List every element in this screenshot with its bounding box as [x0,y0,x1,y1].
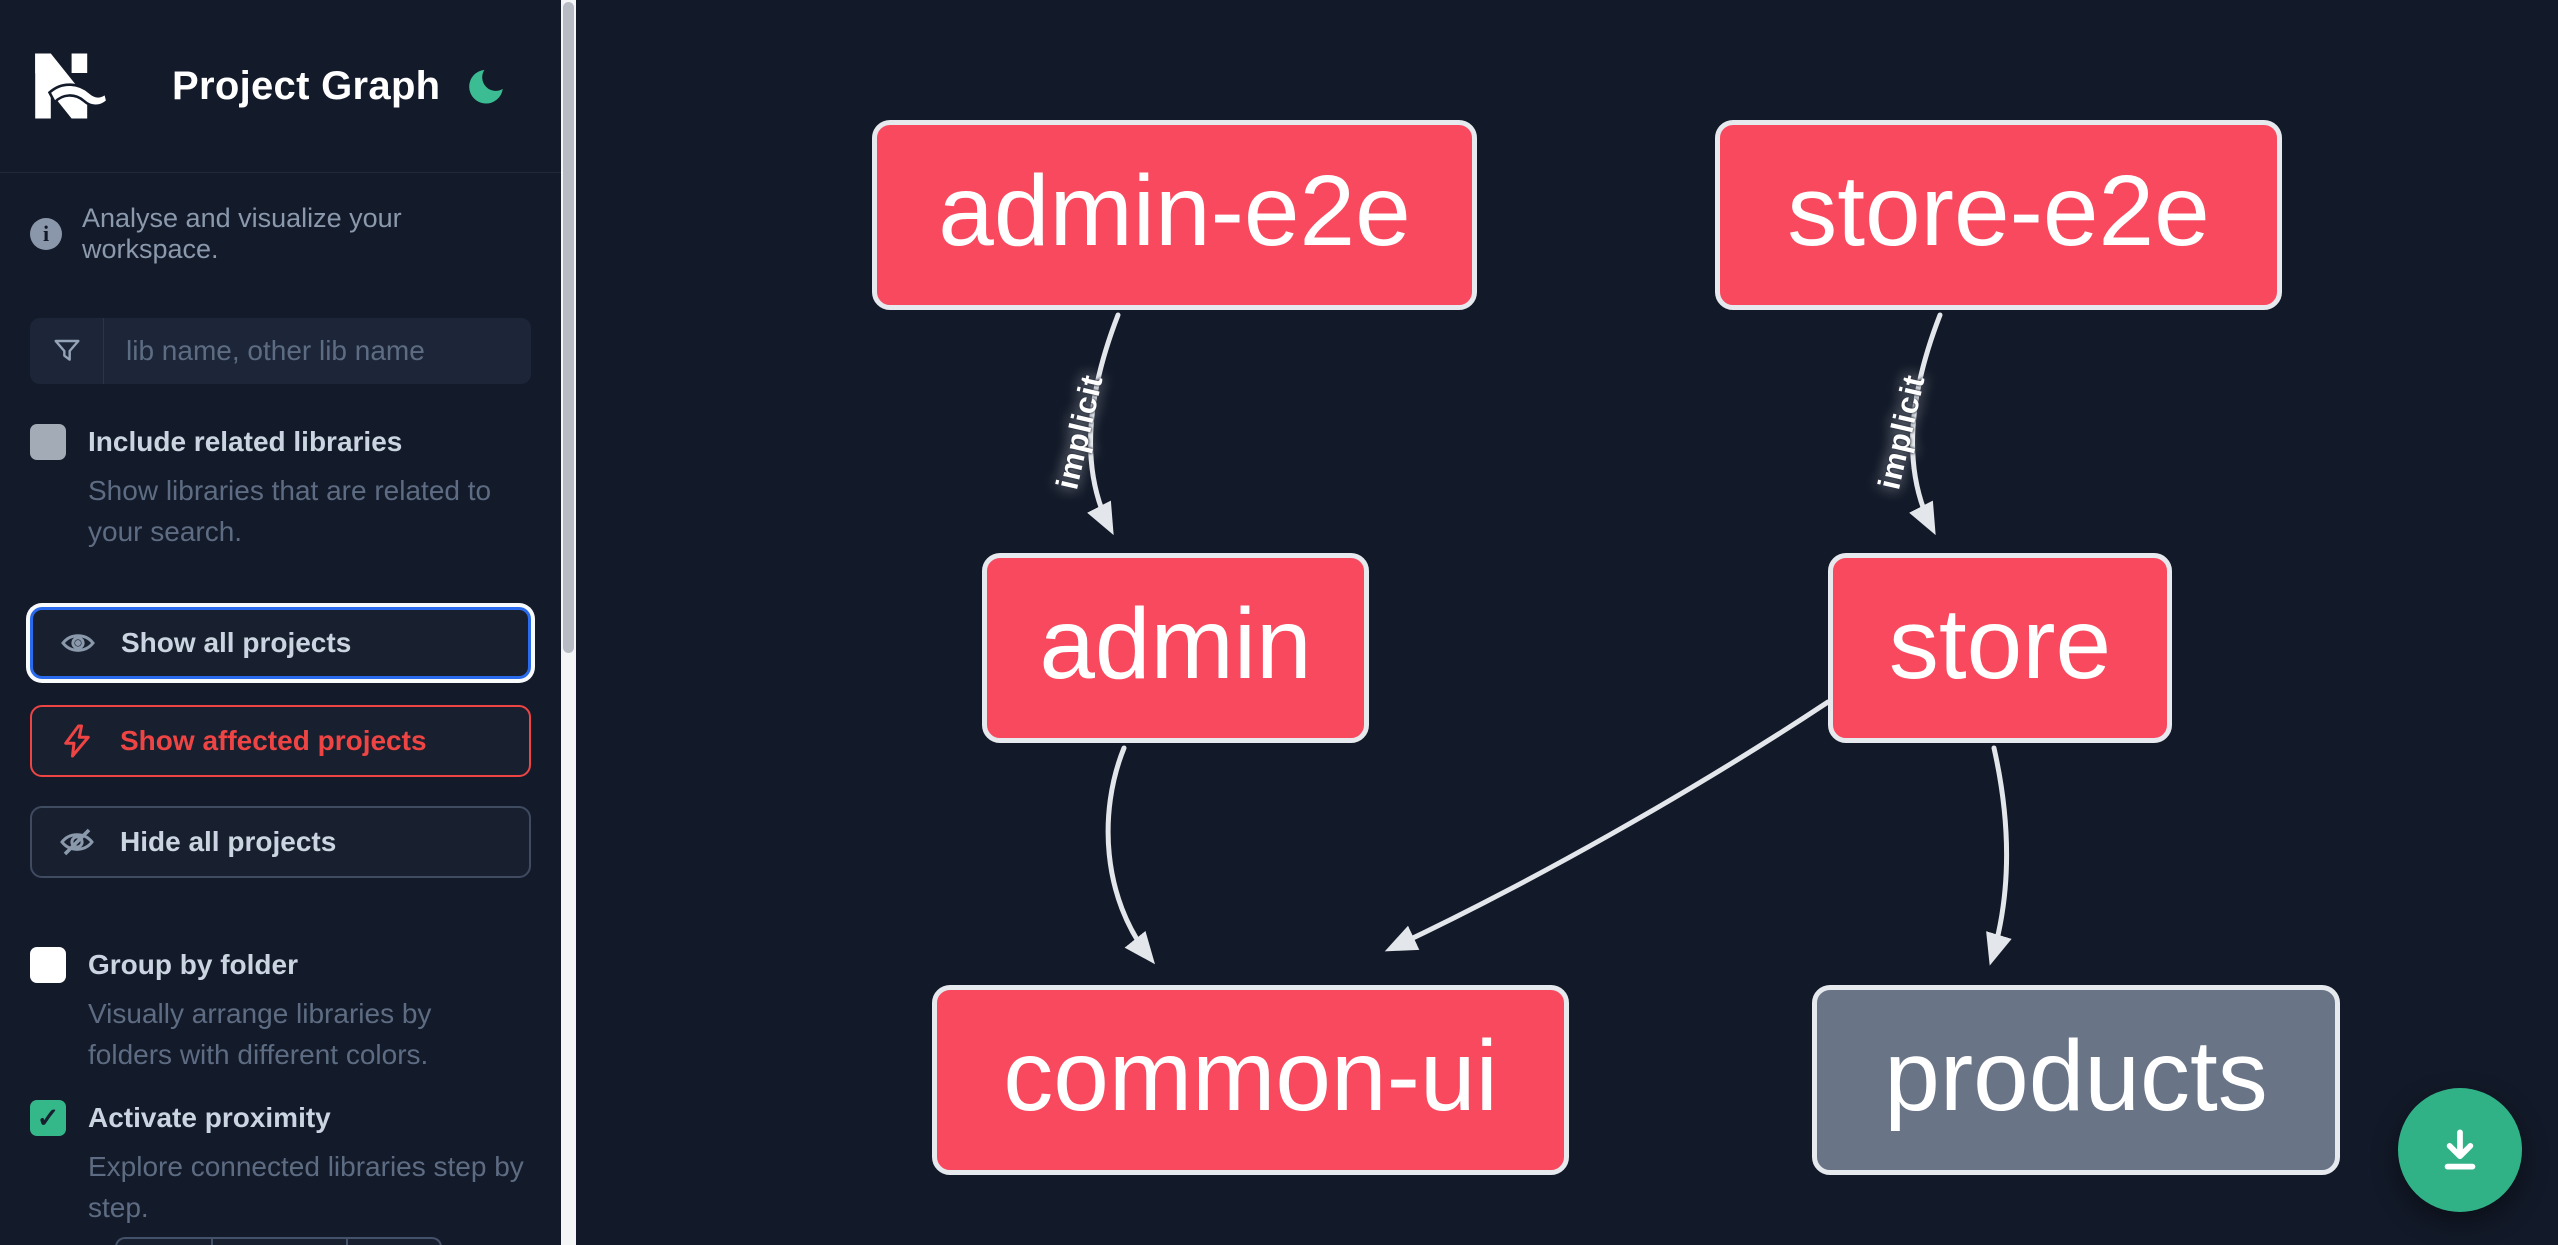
group-by-folder-description: Visually arrange libraries by folders wi… [88,998,432,1070]
graph-node-admin[interactable]: admin [982,553,1369,743]
tagline-text: Analyse and visualize your workspace. [82,203,402,264]
activate-proximity-checkbox[interactable]: ✓ [30,1100,66,1136]
workspace-tagline: i Analyse and visualize your workspace. [30,203,541,265]
include-related-label: Include related libraries [88,426,403,457]
group-by-folder-label: Group by folder [88,949,298,980]
sidebar: Project Graph i Analyse and visualize yo… [0,0,561,1245]
download-icon [2433,1123,2487,1177]
show-affected-projects-label: Show affected projects [120,725,427,756]
graph-node-admin-e2e[interactable]: admin-e2e [872,120,1477,310]
library-filter [30,318,531,384]
show-all-projects-button[interactable]: Show all projects [30,607,531,679]
eye-off-icon [58,824,96,860]
nx-logo [30,52,108,120]
group-by-folder-checkbox[interactable] [30,947,66,983]
edge-store-e2e-store [1909,312,1943,536]
check-icon: ✓ [36,1102,60,1133]
edge-store-products [1986,745,2012,966]
graph-node-common-ui[interactable]: common-ui [932,985,1569,1175]
graph-node-products[interactable]: products [1812,985,2340,1175]
bolt-icon [58,723,96,759]
sidebar-scrollbar-track [561,0,576,1245]
proximity-decrement-button[interactable] [117,1239,211,1245]
activate-proximity-toggle: ✓ Activate proximity Explore connected l… [30,1100,535,1228]
page-title: Project Graph [172,63,441,108]
sidebar-scrollbar-thumb[interactable] [563,2,574,653]
graph-node-store-e2e[interactable]: store-e2e [1715,120,2282,310]
group-by-folder-toggle: Group by folder Visually arrange librari… [30,947,535,1075]
activate-proximity-label: Activate proximity [88,1102,331,1133]
show-affected-projects-button[interactable]: Show affected projects [30,705,531,777]
moon-icon [465,64,511,108]
proximity-increment-button[interactable] [346,1239,440,1245]
proximity-depth-control [115,1237,442,1245]
hide-all-projects-label: Hide all projects [120,826,337,857]
info-icon: i [30,218,62,250]
include-related-toggle: Include related libraries Show libraries… [30,424,535,552]
project-actions: Show all projects Show affected projects… [30,607,531,878]
graph-node-store[interactable]: store [1828,553,2172,743]
show-all-projects-label: Show all projects [121,627,352,658]
download-image-button[interactable] [2398,1088,2522,1212]
filter-funnel-icon [30,318,104,384]
edge-admin-e2e-admin [1087,312,1121,536]
include-related-checkbox[interactable] [30,424,66,460]
library-search-input[interactable] [104,318,531,384]
eye-icon [59,625,97,661]
activate-proximity-description: Explore connected libraries step by step… [88,1151,524,1223]
hide-all-projects-button[interactable]: Hide all projects [30,806,531,878]
theme-toggle-button[interactable] [465,63,511,109]
proximity-value [210,1239,346,1245]
sidebar-header: Project Graph [0,0,561,173]
edge-admin-common-ui [1105,745,1155,965]
include-related-description: Show libraries that are related to your … [88,475,492,547]
edge-store-common-ui [1384,699,1831,952]
